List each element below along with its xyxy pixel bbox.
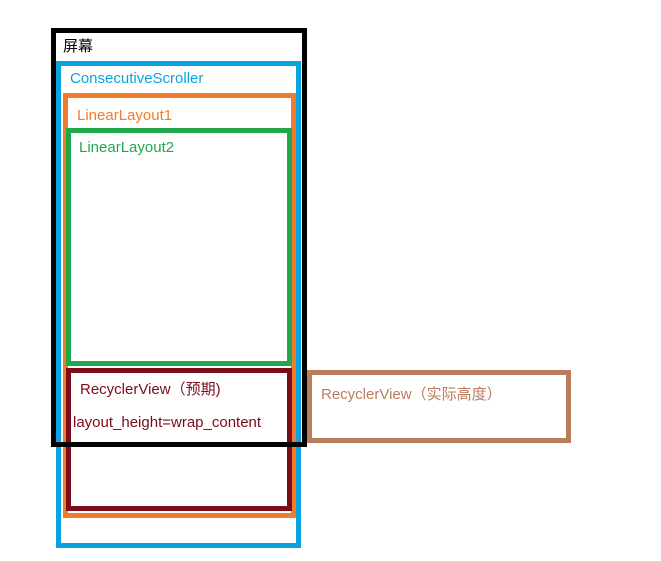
linear-layout-1-box	[63, 93, 296, 518]
linear-layout-2-box	[66, 128, 292, 366]
linear-layout-1-label: LinearLayout1	[77, 107, 173, 124]
screen-box	[51, 28, 307, 447]
recycler-view-expected-attr-label: layout_height=wrap_content	[73, 414, 262, 431]
recycler-view-expected-box	[66, 368, 292, 511]
consecutive-scroller-box	[56, 61, 301, 548]
recycler-view-actual-box	[307, 370, 571, 443]
recycler-view-expected-label: RecyclerView（预期)	[80, 381, 221, 398]
linear-layout-2-label: LinearLayout2	[79, 139, 175, 156]
recycler-view-actual-label: RecyclerView（实际高度）	[321, 386, 502, 403]
screen-label: 屏幕	[63, 38, 94, 55]
consecutive-scroller-label: ConsecutiveScroller	[70, 70, 204, 87]
